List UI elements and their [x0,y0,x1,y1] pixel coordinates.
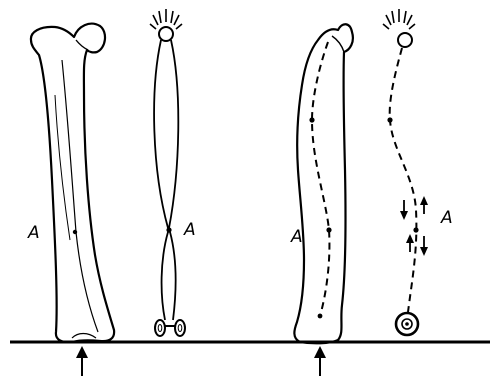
femur-curved-dashed-axis [312,42,329,316]
column-model-straight [150,9,185,336]
up-arrow-1 [76,346,88,376]
fig1-label: A [27,223,40,243]
wheel-right-icon [175,320,185,336]
up-arrow-2 [314,346,326,376]
femur-straight-inner-line-2 [55,95,70,240]
column-lower-right [170,232,176,320]
femur-straight-point-a [73,230,77,234]
femur-curved-point-top [309,117,314,122]
femur-curved [294,24,353,343]
femur-curved-point-a [326,227,331,232]
femur-curved-head-line [332,36,344,52]
column-lower-left [162,232,168,320]
femur-curved-outline [294,24,353,343]
femur-straight-head-line [76,40,88,50]
column-upper-right [169,40,178,228]
column-curved-dashed-axis [390,48,417,312]
force-arrows [400,196,428,256]
femur-curved-point-bottom [318,314,323,319]
top-pivot-icon-2 [398,33,412,47]
sun-rays-icon-2 [383,9,415,29]
femur-straight-inner-line [62,60,98,332]
fig4-label: A [440,208,453,228]
femur-straight-condyle-line [72,334,96,339]
column-curved-point-top [387,117,392,122]
fig2-label: A [183,220,196,240]
column-model-curved [383,9,428,335]
wheel-left-icon [155,320,165,336]
column-curved-point-a [413,227,418,232]
top-pivot-icon [159,27,173,41]
fig3-label: A [290,227,303,247]
femur-straight [31,24,114,343]
column-upper-left [154,40,168,228]
